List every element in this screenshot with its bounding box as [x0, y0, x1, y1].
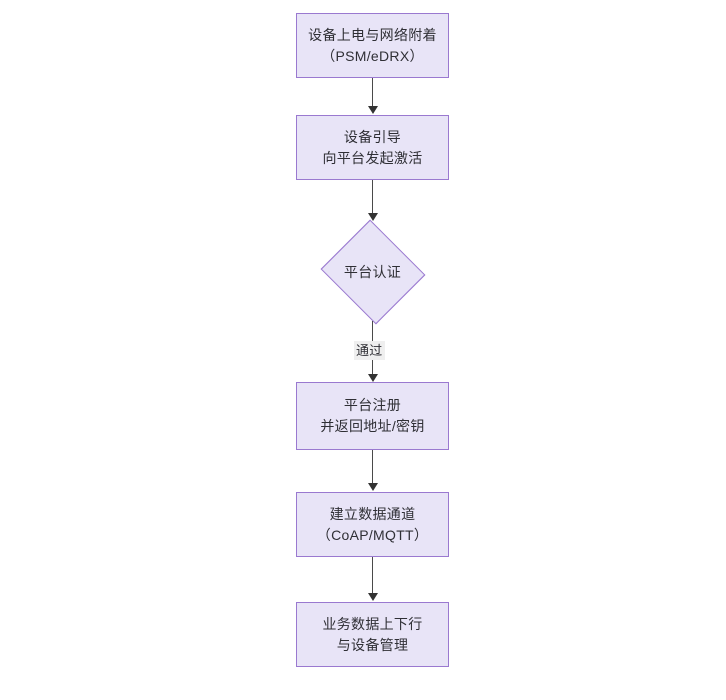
node-platform-auth[interactable]: 平台认证: [317, 219, 428, 324]
node-service-data-line1: 业务数据上下行: [322, 615, 423, 632]
node-power-on-line1: 设备上电与网络附着: [308, 26, 437, 43]
edge-label-pass: 通过: [354, 341, 385, 360]
arrowhead-auth-to-register: [368, 374, 378, 382]
connector-channel-to-service: [372, 557, 373, 594]
arrowhead-register-to-channel: [368, 483, 378, 491]
node-data-channel-line2: （CoAP/MQTT）: [316, 526, 429, 543]
arrowhead-channel-to-service: [368, 593, 378, 601]
node-bootstrap-line2: 向平台发起激活: [322, 149, 423, 166]
node-platform-register[interactable]: 平台注册 并返回地址/密钥: [296, 382, 449, 450]
node-platform-register-line1: 平台注册: [343, 397, 402, 413]
connector-power-on-to-bootstrap: [372, 78, 373, 107]
connector-register-to-channel: [372, 450, 373, 484]
node-bootstrap-line1: 设备引导: [343, 128, 402, 145]
connector-bootstrap-to-auth: [372, 180, 373, 214]
node-service-data-line2: 与设备管理: [336, 636, 409, 653]
node-platform-auth-label: 平台认证: [343, 263, 402, 280]
arrowhead-bootstrap-to-auth: [368, 213, 378, 221]
node-power-on-line2: （PSM/eDRX）: [321, 47, 424, 64]
node-platform-register-line2: 并返回地址/密钥: [320, 418, 425, 434]
node-service-data[interactable]: 业务数据上下行 与设备管理: [296, 602, 449, 667]
node-bootstrap[interactable]: 设备引导 向平台发起激活: [296, 115, 449, 180]
node-data-channel-line1: 建立数据通道: [329, 505, 416, 522]
node-data-channel[interactable]: 建立数据通道 （CoAP/MQTT）: [296, 492, 449, 557]
node-power-on[interactable]: 设备上电与网络附着 （PSM/eDRX）: [296, 13, 449, 78]
arrowhead-power-on-to-bootstrap: [368, 106, 378, 114]
